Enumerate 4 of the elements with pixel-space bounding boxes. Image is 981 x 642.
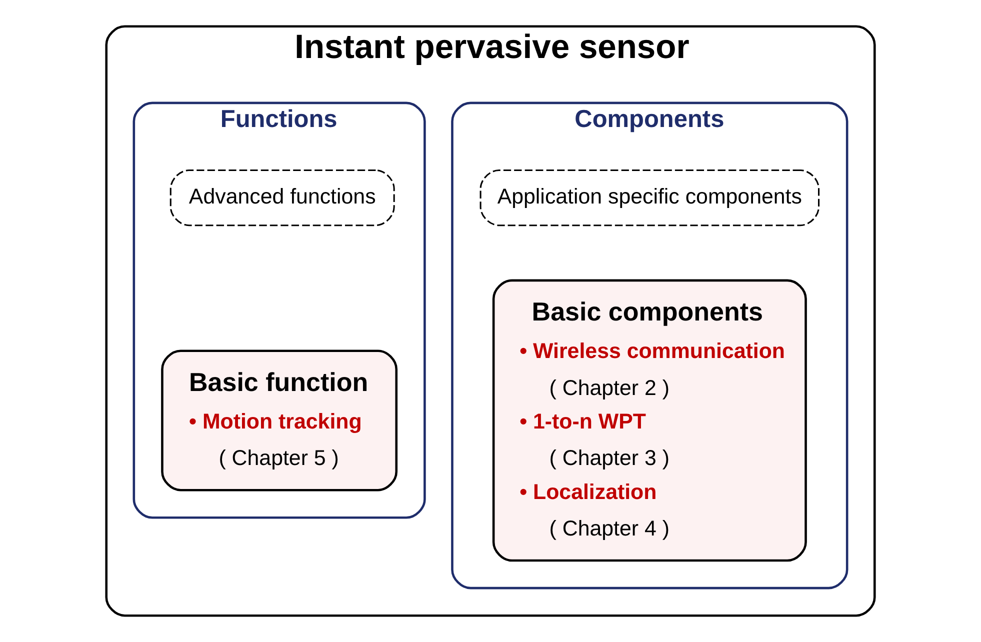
node-box: Basic function • Motion tracking ( Chapter 5 ) <box>161 350 398 492</box>
node-box: Advanced functions <box>170 170 395 226</box>
node-box: Basic components • Wireless communication ( Chapter 2 ) • 1-to-n WPT ( Chapter 3 ) • Localization ( Chapter 4 ) <box>492 279 807 562</box>
node-box: Application specific components <box>480 170 820 226</box>
